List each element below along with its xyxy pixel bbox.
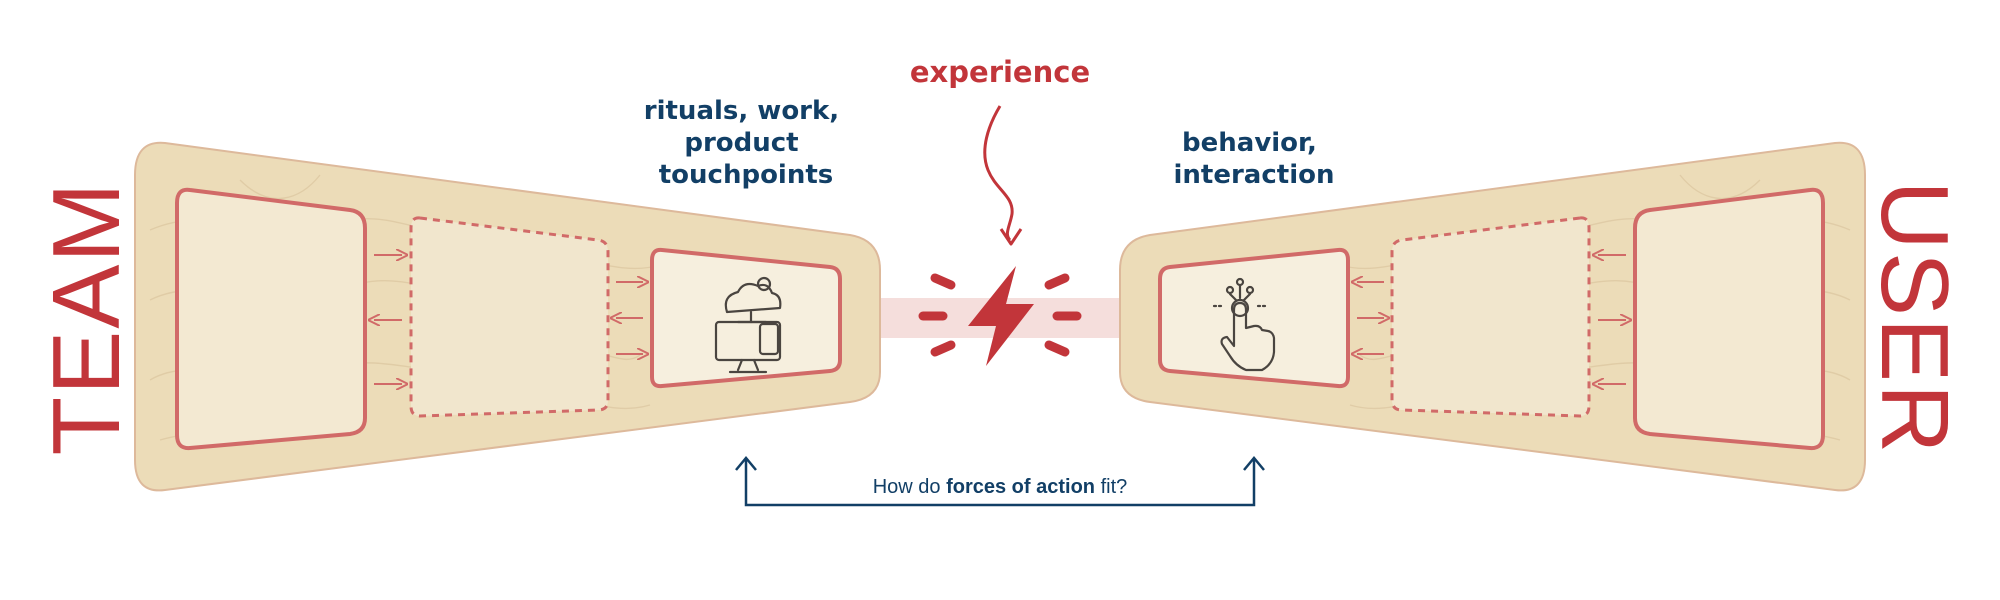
team-callout-line-3: touchpoints	[659, 160, 834, 190]
devices-cloud-gear-icon	[714, 276, 782, 374]
question-prefix: How do	[873, 476, 946, 498]
center-spark	[918, 266, 1082, 366]
team-callout-line-1: rituals, work,	[644, 96, 839, 126]
experience-pointer-arrow	[983, 105, 1014, 242]
team-middle-panel	[409, 216, 610, 418]
spark-lines	[918, 273, 1082, 357]
user-arrows-outer-to-middle	[1598, 255, 1626, 384]
user-outer-panel	[1633, 187, 1825, 451]
user-middle-panel	[1390, 216, 1591, 418]
team-label: TEAM	[33, 181, 140, 456]
team-section	[134, 141, 881, 492]
touch-hand-icon	[1212, 277, 1276, 372]
team-outer-panel	[175, 187, 367, 451]
user-label: USER	[1861, 181, 1968, 456]
question-text: How do forces of action fit?	[873, 476, 1128, 498]
experience-pointer-arrowhead	[999, 228, 1023, 246]
user-callout-line-1: behavior,	[1182, 128, 1317, 158]
lightning-bolt-icon	[968, 266, 1034, 366]
team-arrows-middle-to-inner	[616, 282, 643, 354]
user-arrows-middle-to-inner	[1357, 282, 1384, 354]
team-arrows-outer-to-middle	[374, 255, 402, 384]
team-callout-line-2: product	[684, 128, 798, 158]
user-section	[1119, 141, 1866, 492]
experience-label: experience	[910, 55, 1090, 89]
user-inner-panel	[1158, 247, 1350, 389]
question-bold: forces of action	[946, 476, 1095, 498]
team-callout: rituals, work, product touchpoints	[644, 96, 848, 190]
user-callout: behavior, interaction	[1174, 128, 1335, 190]
question-bracket	[735, 456, 1265, 507]
user-callout-line-2: interaction	[1174, 160, 1335, 190]
question-suffix: fit?	[1095, 476, 1127, 498]
team-inner-panel	[650, 247, 842, 389]
